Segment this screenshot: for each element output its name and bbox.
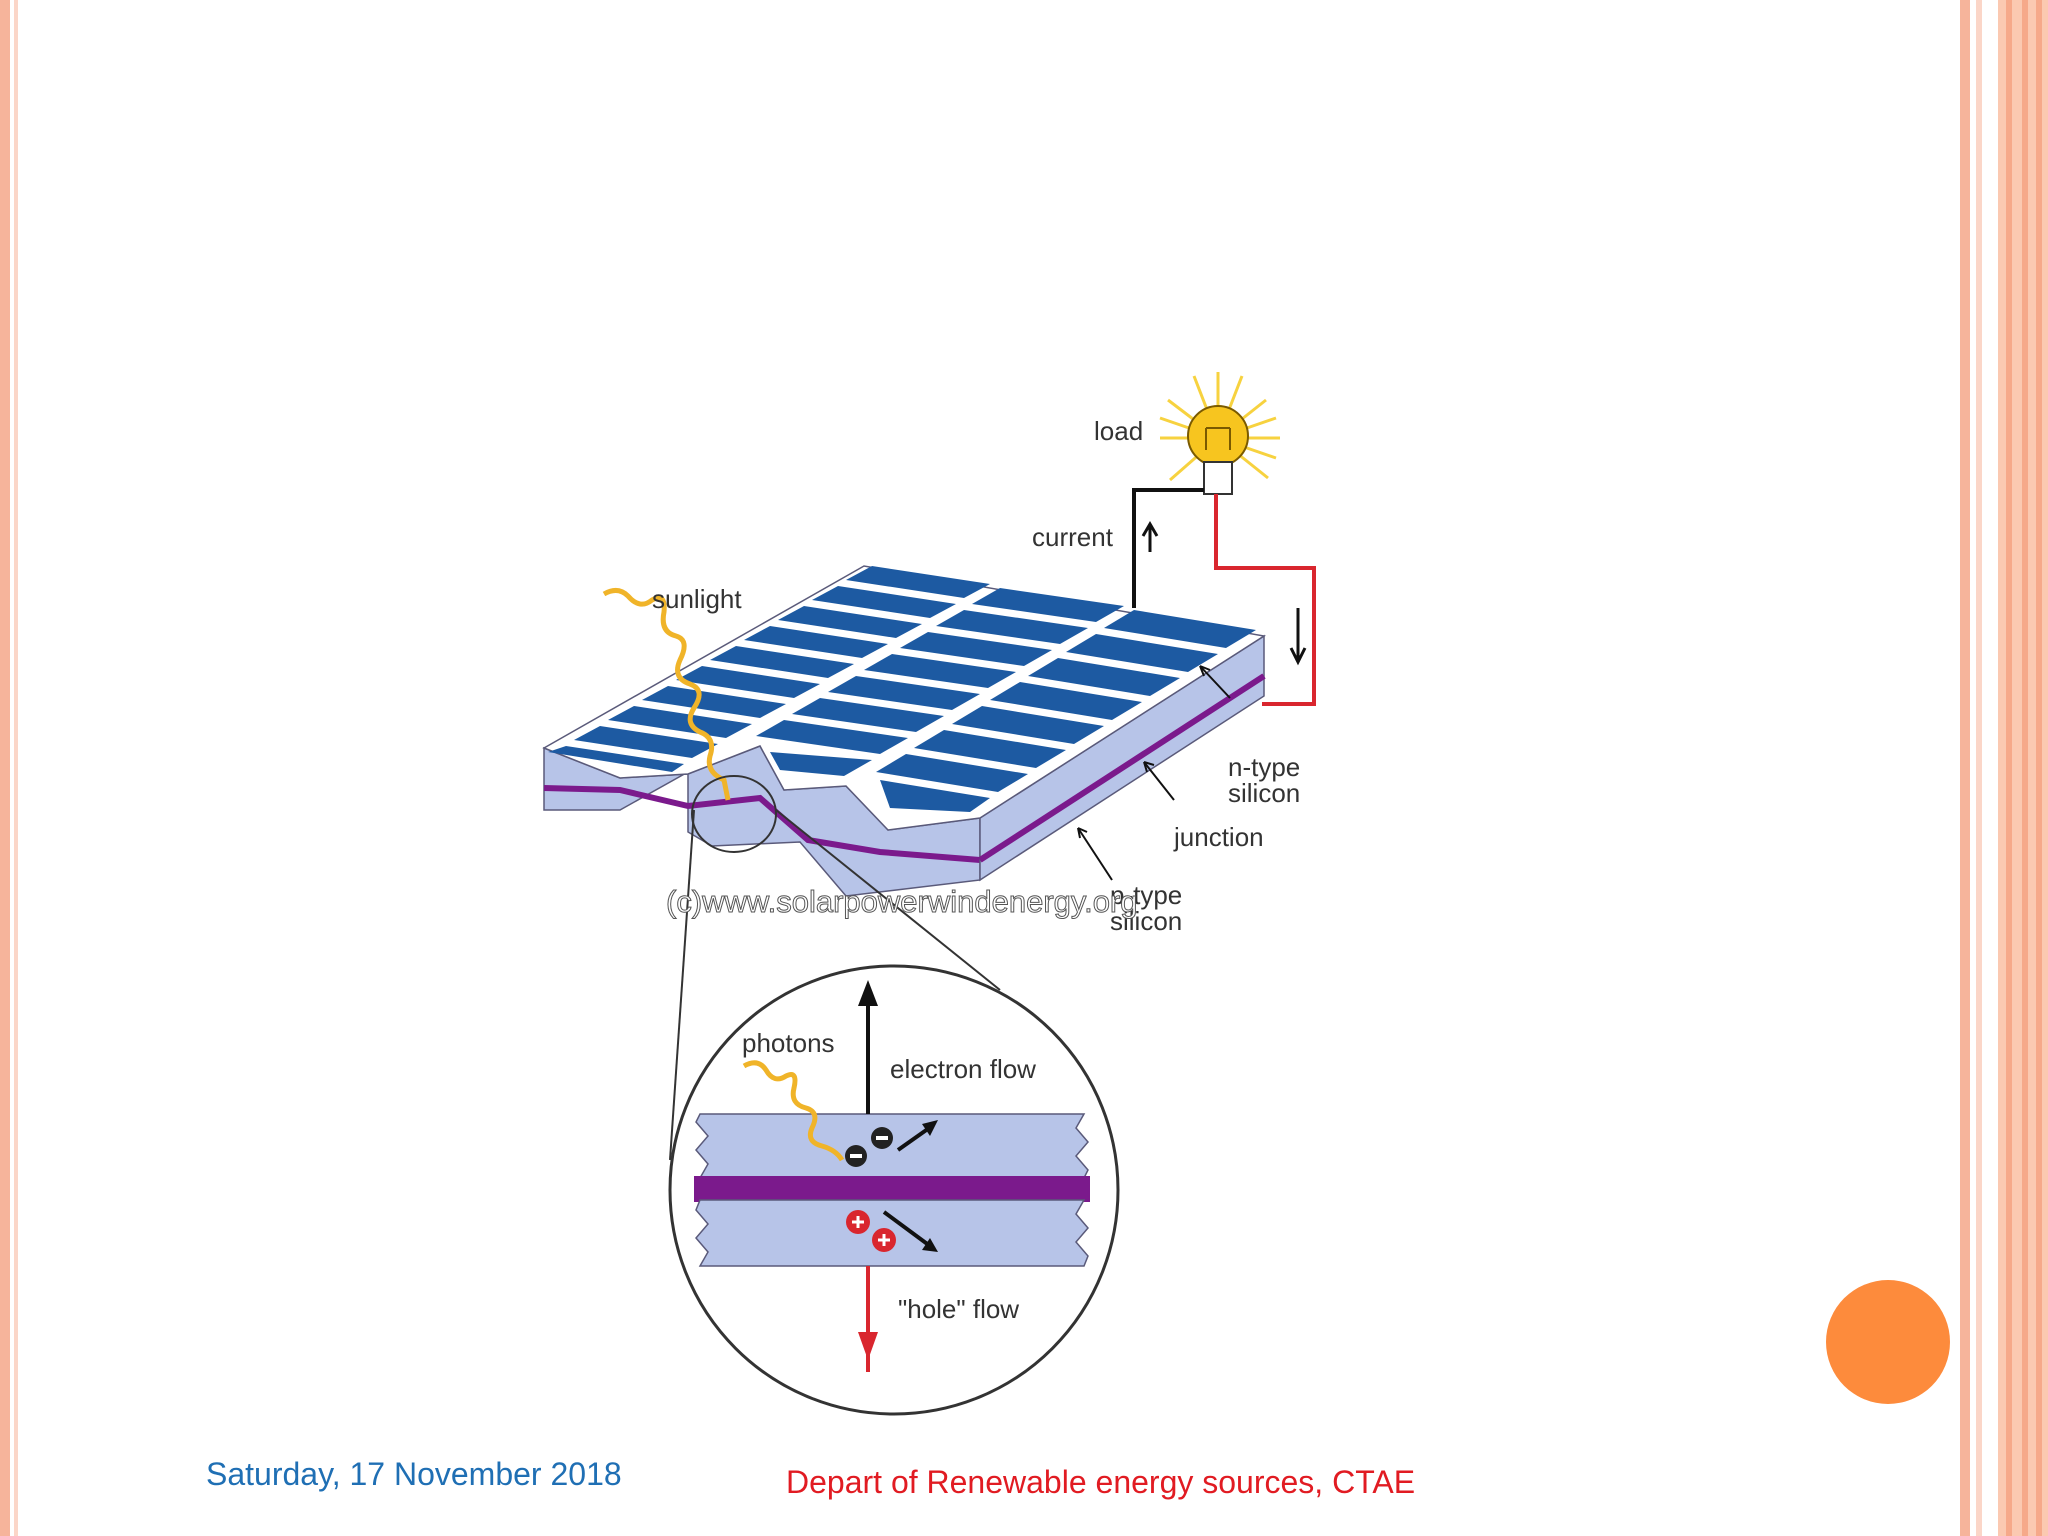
slide-right-border [1956, 0, 2048, 1536]
red-wire [1214, 494, 1316, 706]
watermark: (c)www.solarpowerwindenergy.org [666, 884, 1138, 919]
label-n-type-2: silicon [1228, 778, 1300, 808]
footer-date: Saturday, 17 November 2018 [206, 1456, 622, 1492]
label-n-type-1: n-type [1228, 752, 1300, 782]
magnify-source-circle [691, 775, 777, 853]
sunlight-ray [602, 588, 731, 801]
label-p-type-2: silicon [1110, 906, 1182, 936]
label-current: current [1032, 522, 1114, 552]
label-junction: junction [1173, 822, 1264, 852]
accent-circle [1826, 1280, 1950, 1404]
current-arrow-down [1289, 608, 1307, 666]
current-arrow-up [1141, 521, 1159, 552]
label-sunlight: sunlight [652, 584, 742, 614]
slide-left-border [0, 0, 24, 1536]
magnified-junction-view [668, 964, 1120, 1416]
label-p-type-1: p-type [1110, 880, 1182, 910]
footer-department: Depart of Renewable energy sources, CTAE [786, 1464, 1416, 1500]
label-load: load [1094, 416, 1143, 446]
label-photons: photons [742, 1028, 835, 1058]
light-bulb-icon [1159, 372, 1280, 495]
black-wire [1132, 488, 1204, 608]
label-electron-flow: electron flow [890, 1054, 1036, 1084]
label-hole-flow: "hole" flow [898, 1294, 1019, 1324]
solar-panel [542, 565, 1267, 897]
